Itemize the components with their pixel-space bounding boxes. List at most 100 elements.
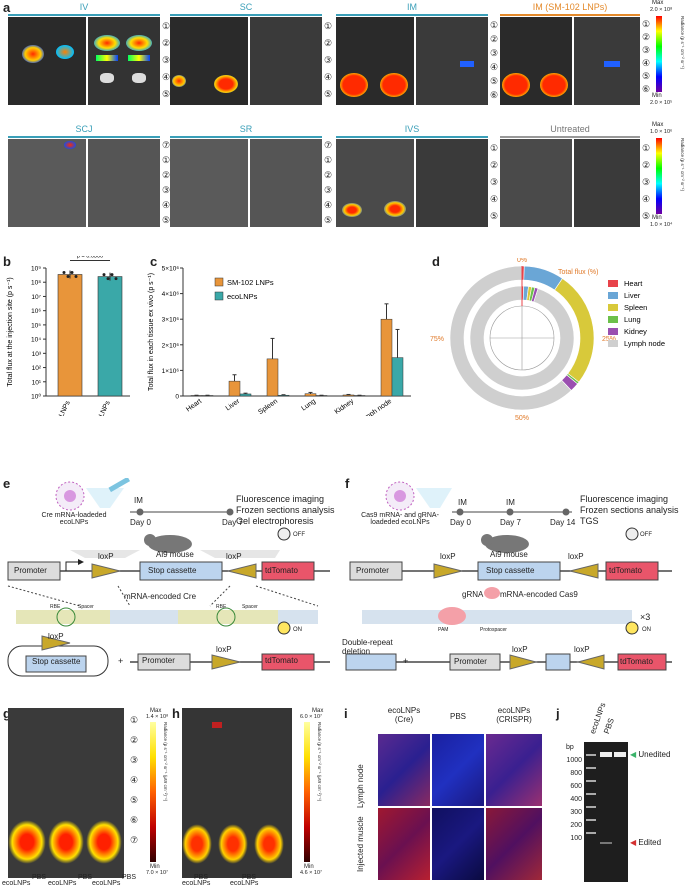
legend-label: Liver [624, 291, 641, 300]
image-i-lymph-cre [378, 734, 430, 806]
col-header: ecoLNPs (Cre) [387, 706, 421, 724]
x-tick-label: ecoLNPs [93, 399, 112, 416]
organ-image-ivs [416, 139, 488, 227]
off-label: OFF [293, 532, 305, 538]
lane-label: PBS [194, 874, 209, 881]
outcome-list: Fluorescence imaging Frozen sections ana… [580, 494, 684, 527]
legend-swatch [214, 277, 224, 287]
mouse-image-iv [8, 17, 86, 105]
scale-max-label: Max [150, 708, 162, 714]
bar [391, 357, 404, 397]
scale-min-label: Min [150, 864, 160, 870]
legend-label: SM-102 LNPs [227, 278, 274, 287]
organ-number: ② [642, 160, 651, 170]
percent-label: 0% [517, 258, 527, 264]
organ-number-column: ① ② ③ ④ ⑤ [490, 140, 500, 225]
stop-cassette-box [545, 653, 571, 671]
x-tick-label: Liver [225, 398, 242, 413]
caption: Outer: SM-102 LNPs [487, 425, 557, 426]
ladder-value: 100 [570, 835, 582, 842]
panel-label-b: b [3, 254, 11, 269]
edited-label: ◀ Edited [630, 838, 662, 847]
organ-number: ③ [490, 48, 499, 58]
organ-number-column: ① ② ③ ④ ⑤ [162, 18, 172, 108]
organ-number-column: ① ② ③ ④ ⑤ ⑥ [642, 18, 656, 108]
y-tick-label: 5×10⁶ [162, 266, 180, 273]
organ-number: ① [490, 20, 499, 30]
organ-number: ④ [130, 775, 139, 785]
organ-image-iv [88, 17, 160, 105]
col-header: ecoLNPs (CRISPR) [496, 706, 532, 724]
outcome-item: Fluorescence imaging [236, 494, 325, 504]
legend-swatch [608, 328, 618, 335]
y-tick-label: 10² [32, 365, 42, 372]
lane-label: ecoLNPs [230, 880, 259, 887]
repeat-count: ×3 [640, 612, 651, 622]
organ-number: ③ [162, 185, 171, 195]
unedited-label: ◀ Unedited [630, 750, 671, 759]
tdtomato-box [261, 561, 315, 581]
colorbar [150, 722, 156, 862]
scale-min-label: Min [304, 864, 314, 870]
organ-number: ① [324, 21, 333, 31]
y-tick-label: 10⁶ [31, 308, 41, 315]
data-point [70, 270, 74, 274]
stop-cassette-box [477, 561, 561, 581]
organ-number: ③ [642, 45, 651, 55]
organ-number: ⑥ [130, 815, 139, 825]
off-label: OFF [640, 532, 652, 538]
organ-image-scj [88, 139, 160, 227]
cas9-icon [438, 607, 466, 625]
colorbar [656, 138, 662, 214]
organ-number: ② [490, 34, 499, 44]
organ-number: ① [642, 19, 651, 29]
organ-number-column: ① ② ③ ④ ⑤ [324, 18, 336, 108]
legend-swatch [608, 292, 618, 299]
loxp-label: loxP [574, 645, 590, 654]
organ-number: ⑤ [324, 215, 333, 225]
bp-label: bp [566, 744, 574, 751]
organ-number: ③ [162, 55, 171, 65]
legend-swatch [608, 316, 618, 323]
bar [97, 276, 123, 397]
loxp-triangle-icon [227, 563, 257, 579]
outcome-item: Frozen sections analysis [236, 505, 335, 515]
promoter-arrow-icon [78, 559, 84, 565]
image-i-muscle-cre [378, 808, 430, 880]
promoter-label: Promoter [356, 566, 389, 575]
x-tick-label: Lung [300, 398, 317, 413]
sequence-band [362, 610, 632, 624]
scale-min-value: 4.6 × 10⁷ [300, 870, 323, 876]
scale-max-value: 1.4 × 10⁸ [146, 714, 169, 720]
header-line [170, 14, 322, 16]
bar [239, 393, 252, 397]
image-g [8, 708, 124, 878]
scale-min-value: 2.0 × 10⁵ [650, 100, 673, 106]
image-i-lymph-pbs [432, 734, 484, 806]
y-tick-label: 0 [175, 394, 179, 401]
route-label: IM [506, 498, 515, 507]
ladder-value: 800 [570, 770, 582, 777]
mouse-image-ivs [336, 139, 414, 227]
tdtomato-label: tdTomato [265, 656, 298, 665]
scale-min-value: 1.0 × 10⁴ [650, 222, 673, 228]
mouse-image-untreated [500, 139, 572, 227]
chart-title: Total flux (%) [558, 269, 598, 276]
y-axis-label: Total flux at the injection site (p s⁻¹) [7, 277, 14, 387]
data-point [106, 277, 110, 281]
ecolnp-core-icon [64, 490, 76, 502]
header-sc: SC [239, 2, 253, 12]
lane-label: PBS [602, 716, 616, 736]
organ-number: ① [490, 143, 499, 153]
organ-number: ⑤ [642, 71, 651, 81]
mouse-image-im-sm102 [500, 17, 572, 105]
organ-image-sc [250, 17, 322, 105]
lane-label: ecoLNPs [48, 880, 77, 887]
image-i-muscle-crispr [486, 808, 542, 880]
scale-max-value: 2.0 × 10⁸ [650, 7, 673, 13]
promoter-box [137, 653, 191, 671]
loxp-triangle-icon [509, 654, 538, 670]
header-line [500, 136, 640, 138]
bar [228, 380, 241, 397]
